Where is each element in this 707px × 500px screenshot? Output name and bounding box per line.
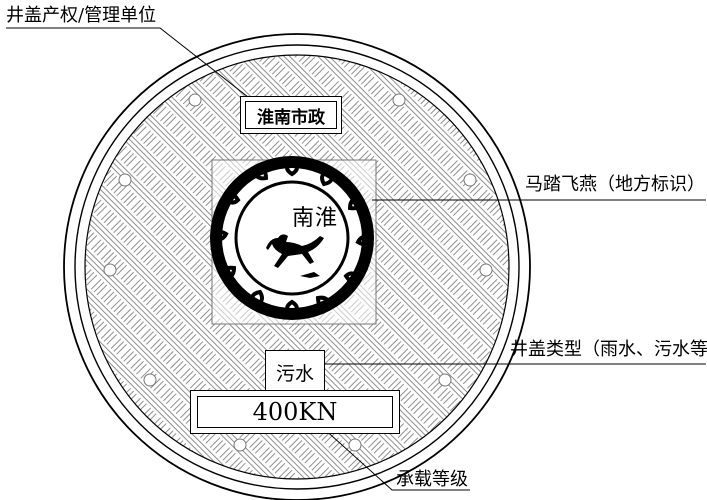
callout-load-class: 承载等级 bbox=[396, 469, 468, 490]
emblem-seal-text: 南淮 bbox=[291, 206, 338, 231]
flying-horse-icon bbox=[266, 234, 324, 268]
emblem-inner-circle bbox=[234, 180, 350, 296]
load-class-plate: 400KN bbox=[190, 390, 400, 434]
leader-owner bbox=[6, 27, 263, 109]
leader-load bbox=[311, 417, 470, 491]
owner-plate-text: 淮南市政 bbox=[245, 101, 337, 129]
load-class-text: 400KN bbox=[197, 396, 393, 428]
cover-type-plate: 污水 bbox=[265, 350, 325, 392]
callout-local-emblem: 马踏飞燕（地方标识） bbox=[525, 174, 705, 195]
callout-cover-type: 井盖类型（雨水、污水等 bbox=[510, 339, 707, 360]
emblem-scroll-pattern bbox=[210, 158, 374, 318]
bolt-holes bbox=[103, 93, 493, 452]
emblem-swallow-mark bbox=[300, 272, 320, 278]
leader-lines bbox=[6, 27, 706, 491]
owner-plate: 淮南市政 bbox=[240, 96, 342, 134]
callout-owner-unit: 井盖产权/管理单位 bbox=[6, 5, 157, 26]
